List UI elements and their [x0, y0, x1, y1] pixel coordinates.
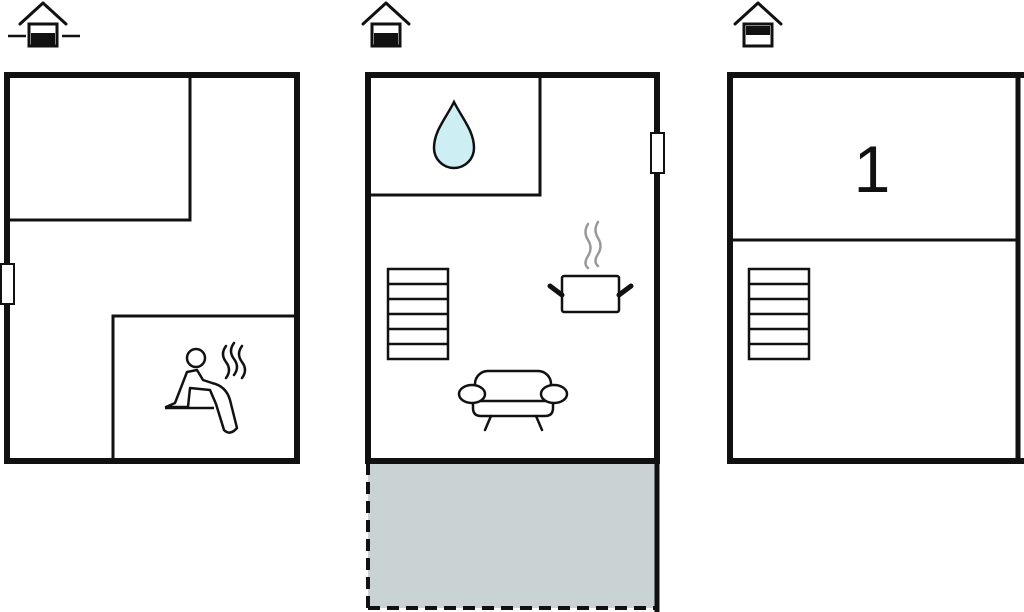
ground-outer-wall	[365, 72, 660, 464]
upper-outer-wall	[727, 72, 1024, 464]
ground-floor-plan	[365, 72, 665, 612]
stairs-icon	[386, 267, 450, 361]
sofa-icon	[457, 369, 569, 432]
terrace-area	[368, 463, 657, 608]
stairs-icon	[747, 267, 811, 361]
water-drop-icon	[432, 99, 476, 170]
bedroom-count-label: 1	[854, 132, 891, 206]
cooking-pot-icon	[547, 220, 634, 314]
upper-floor-plan: 1	[727, 72, 1024, 464]
house-level-basement-icon	[8, 1, 80, 48]
ground-window	[650, 132, 665, 174]
basement-outer-wall	[4, 72, 300, 464]
basement-window	[0, 263, 15, 305]
sauna-icon	[164, 341, 247, 434]
bathroom-wall	[371, 78, 542, 197]
house-level-ground-icon	[361, 1, 411, 48]
basement-floor-plan	[0, 72, 300, 464]
sauna-room-wall	[111, 314, 294, 458]
basement-room-divider	[10, 78, 192, 222]
house-level-upper-icon	[733, 1, 783, 48]
